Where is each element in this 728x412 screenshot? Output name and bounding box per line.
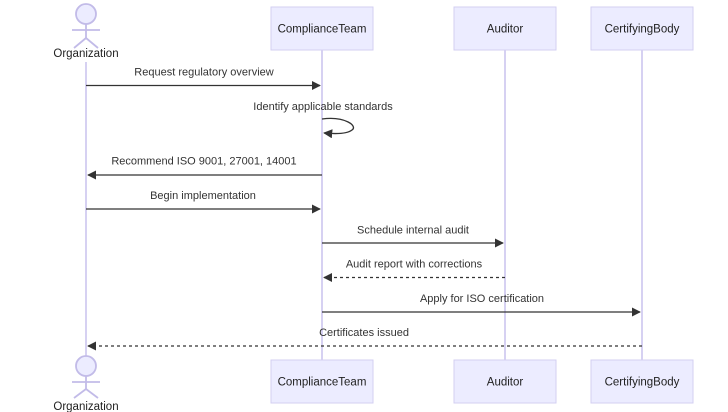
participant-certifying-body-bottom[interactable]: CertifyingBody	[590, 359, 694, 404]
message-label: Identify applicable standards	[253, 101, 393, 113]
message-label: Recommend ISO 9001, 27001, 14001	[111, 156, 296, 168]
participant-label: ComplianceTeam	[278, 377, 367, 389]
participant-certifying-body-top[interactable]: CertifyingBody	[590, 6, 694, 51]
actor-right-leg-icon	[85, 388, 99, 399]
message-label: Audit report with corrections	[346, 259, 483, 271]
message-apply-for-iso-certification: Apply for ISO certification	[322, 293, 641, 317]
message-audit-report-with-corrections: Audit report with corrections	[323, 259, 505, 283]
message-identify-applicable-standards: Identify applicable standards	[253, 101, 393, 139]
participant-box	[453, 359, 557, 404]
participant-auditor-bottom[interactable]: Auditor	[453, 359, 557, 404]
participant-box	[453, 6, 557, 51]
message-label: Apply for ISO certification	[420, 293, 544, 305]
participant-label: Organization	[53, 401, 118, 412]
participant-box	[590, 6, 694, 51]
participant-compliance-team-bottom[interactable]: ComplianceTeam	[270, 359, 374, 404]
message-certificates-issued: Certificates issued	[87, 327, 642, 351]
message-label: Request regulatory overview	[134, 67, 273, 79]
participant-label: ComplianceTeam	[278, 24, 367, 36]
participant-label: Auditor	[487, 24, 524, 36]
participant-label: CertifyingBody	[605, 377, 680, 389]
message-label: Schedule internal audit	[357, 225, 469, 237]
actor-right-leg-icon	[85, 37, 99, 49]
message-label: Certificates issued	[319, 327, 409, 339]
participant-box	[270, 359, 374, 404]
participant-box	[590, 359, 694, 404]
participant-box	[270, 6, 374, 51]
actor-left-leg-icon	[73, 37, 87, 49]
actor-organization-bottom[interactable]: Organization	[53, 355, 119, 412]
actor-left-leg-icon	[73, 388, 87, 399]
message-begin-implementation: Begin implementation	[86, 190, 321, 214]
actor-head-icon	[75, 355, 97, 377]
participant-label: Organization	[53, 48, 118, 60]
message-recommend-iso-standards: Recommend ISO 9001, 27001, 14001	[87, 156, 322, 180]
actor-organization-top[interactable]: Organization	[53, 3, 119, 60]
participant-compliance-team-top[interactable]: ComplianceTeam	[270, 6, 374, 51]
message-label: Begin implementation	[150, 190, 256, 202]
message-request-regulatory-overview: Request regulatory overview	[86, 67, 321, 91]
actor-head-icon	[75, 3, 97, 25]
participant-label: Auditor	[487, 377, 524, 389]
participant-auditor-top[interactable]: Auditor	[453, 6, 557, 51]
message-schedule-internal-audit: Schedule internal audit	[322, 225, 504, 248]
self-message-arrow	[321, 117, 355, 139]
participant-label: CertifyingBody	[605, 24, 680, 36]
